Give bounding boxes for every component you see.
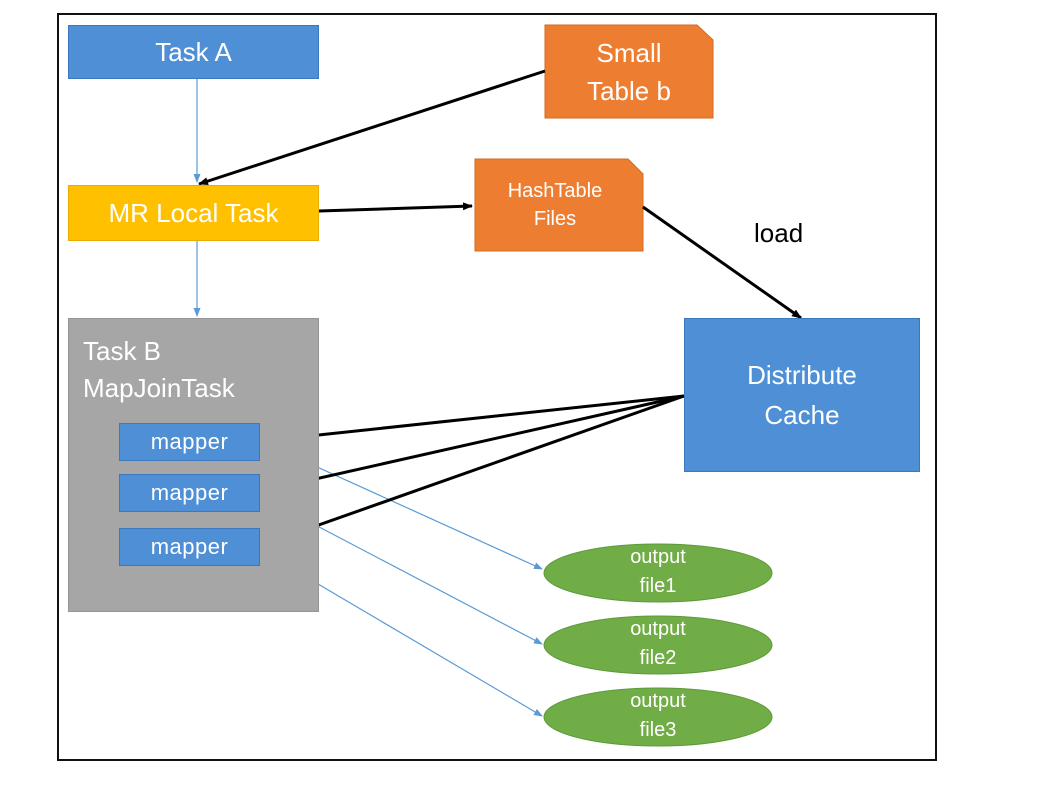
output-file1-label: output file1 xyxy=(630,546,686,597)
mapper-1: mapper xyxy=(119,423,260,461)
arrow-small-table-to-mr xyxy=(198,69,546,186)
task-a-label: Task A xyxy=(155,36,232,67)
arrow-mr-to-hashtable xyxy=(318,202,473,213)
output-file3-shape xyxy=(543,687,773,747)
mapper-3-label: mapper xyxy=(150,534,229,559)
hashtable-files-shape xyxy=(474,158,644,252)
mapper-1-label: mapper xyxy=(150,429,229,454)
task-a-node: Task A xyxy=(68,25,319,79)
arrow-cache-to-mapper2 xyxy=(261,394,685,493)
load-label: load xyxy=(754,218,804,248)
mr-local-task-node: MR Local Task xyxy=(68,185,319,241)
small-table-shape xyxy=(544,24,714,119)
output-file2-label: output file2 xyxy=(630,618,686,669)
small-table-label: Small Table b xyxy=(587,38,671,106)
distribute-cache-label: Distribute Cache xyxy=(747,360,857,430)
mr-local-task-label: MR Local Task xyxy=(108,197,279,228)
distribute-cache-node: Distribute Cache xyxy=(684,318,920,472)
arrow-hashtable-to-cache xyxy=(642,205,802,320)
mapper-2: mapper xyxy=(119,474,260,512)
task-b-node: Task B MapJoinTask xyxy=(68,318,319,612)
task-b-label: Task B MapJoinTask xyxy=(83,336,235,403)
hashtable-files-label: HashTable Files xyxy=(507,180,603,230)
output-file1-shape xyxy=(543,543,773,603)
output-file2-shape xyxy=(543,615,773,675)
mapper-3: mapper xyxy=(119,528,260,566)
mapper-2-label: mapper xyxy=(150,480,229,505)
arrow-cache-to-mapper3 xyxy=(261,394,685,547)
arrow-cache-to-mapper1 xyxy=(261,394,685,445)
output-file3-label: output file3 xyxy=(630,690,686,741)
